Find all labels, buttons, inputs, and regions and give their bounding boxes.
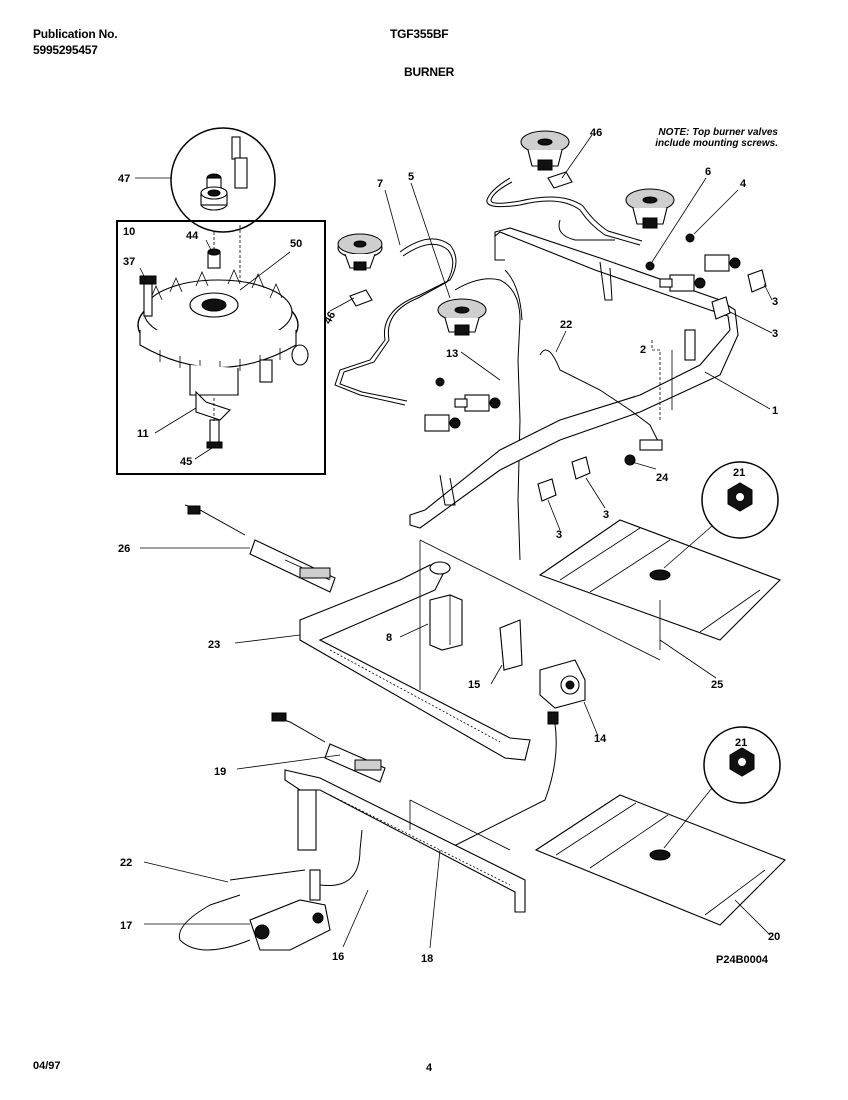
top-burner-head-rear-right xyxy=(520,130,570,171)
valve-bezel-a xyxy=(747,269,767,293)
burner-valve-4 xyxy=(424,414,461,432)
burner-valve-2 xyxy=(704,254,741,272)
bracket-46-left xyxy=(349,289,373,307)
callout-3-c: 3 xyxy=(556,529,562,541)
nut-magnifier-21-upper xyxy=(663,461,779,569)
callout-labels: 47 10 44 50 37 11 45 7 5 46 46 6 4 3 3 2… xyxy=(118,127,780,966)
mounting-note: NOTE: Top burner valves include mounting… xyxy=(600,127,778,149)
burner-valve-1 xyxy=(659,274,706,292)
bracket-46-right xyxy=(547,171,573,189)
callout-3-a: 3 xyxy=(772,296,778,308)
callout-10: 10 xyxy=(123,226,135,238)
gas-manifold-pipe xyxy=(409,227,739,529)
callout-23: 23 xyxy=(208,639,220,651)
callout-2: 2 xyxy=(640,344,646,356)
burner-detail-inset xyxy=(116,127,326,475)
valve-bezel-d xyxy=(571,456,591,480)
callout-3-d: 3 xyxy=(603,509,609,521)
callout-24: 24 xyxy=(656,472,669,484)
callout-22-upper: 22 xyxy=(560,319,572,331)
model-number: TGF355BF xyxy=(390,27,449,41)
burner-valve-3 xyxy=(454,394,501,412)
callout-6: 6 xyxy=(705,166,711,178)
oven-burner-23 xyxy=(299,539,661,761)
callout-22-lower: 22 xyxy=(120,857,132,869)
callout-37: 37 xyxy=(123,256,135,268)
callout-44: 44 xyxy=(186,230,199,242)
callout-13: 13 xyxy=(446,348,458,360)
valve-bezel-c xyxy=(537,478,557,502)
orifice-13 xyxy=(435,377,445,387)
callout-26: 26 xyxy=(118,543,130,555)
callout-17: 17 xyxy=(120,920,132,932)
callout-19: 19 xyxy=(214,766,226,778)
callout-45: 45 xyxy=(180,456,192,468)
top-burner-head-rear-left xyxy=(337,233,383,271)
callout-46-left: 46 xyxy=(322,310,339,327)
burner-shield-20 xyxy=(534,794,786,926)
bracket-15 xyxy=(499,619,523,671)
section-title: BURNER xyxy=(404,65,455,79)
top-burner-head-front-right xyxy=(625,188,675,229)
publication-number: 5995295457 xyxy=(33,43,98,57)
callout-1: 1 xyxy=(772,405,778,417)
callout-3-b: 3 xyxy=(772,328,778,340)
callout-46-right: 46 xyxy=(590,127,602,139)
oven-valve-17 xyxy=(249,869,331,951)
note-line-1: NOTE: Top burner valves xyxy=(658,127,778,138)
callout-25: 25 xyxy=(711,679,723,691)
safety-valve-14 xyxy=(539,659,586,725)
bake-burner-18 xyxy=(284,769,526,913)
burner-shield-25 xyxy=(538,519,781,650)
callout-4: 4 xyxy=(740,178,747,190)
callout-15: 15 xyxy=(468,679,480,691)
callout-21-upper: 21 xyxy=(733,467,745,479)
note-line-2: include mounting screws. xyxy=(655,138,778,149)
callout-18: 18 xyxy=(421,953,433,965)
callout-21-lower: 21 xyxy=(735,737,747,749)
bake-igniter-19 xyxy=(271,712,386,783)
callout-8: 8 xyxy=(386,632,392,644)
callout-20: 20 xyxy=(768,931,780,943)
burner-tubes xyxy=(334,177,643,561)
callout-14: 14 xyxy=(594,733,607,745)
orifice-4 xyxy=(685,233,695,243)
callout-50: 50 xyxy=(290,238,302,250)
callout-11: 11 xyxy=(137,428,149,440)
diagram-code: P24B0004 xyxy=(716,954,769,966)
callout-leaders xyxy=(135,134,773,949)
publication-label: Publication No. xyxy=(33,27,118,41)
callout-47: 47 xyxy=(118,173,130,185)
orifice-24 xyxy=(624,454,636,466)
top-burner-head-front-left xyxy=(437,298,487,336)
nut-magnifier-21-lower xyxy=(663,726,781,849)
broil-igniter-26 xyxy=(184,504,336,593)
bracket-8 xyxy=(429,594,463,651)
callout-7: 7 xyxy=(377,178,383,190)
footer-date: 04/97 xyxy=(33,1060,61,1072)
callout-16: 16 xyxy=(332,951,344,963)
page-number: 4 xyxy=(426,1062,433,1074)
valve-bezel-b xyxy=(711,296,731,320)
orifice-6 xyxy=(645,261,655,271)
callout-5: 5 xyxy=(408,171,414,183)
tube-22-upper xyxy=(539,349,661,446)
